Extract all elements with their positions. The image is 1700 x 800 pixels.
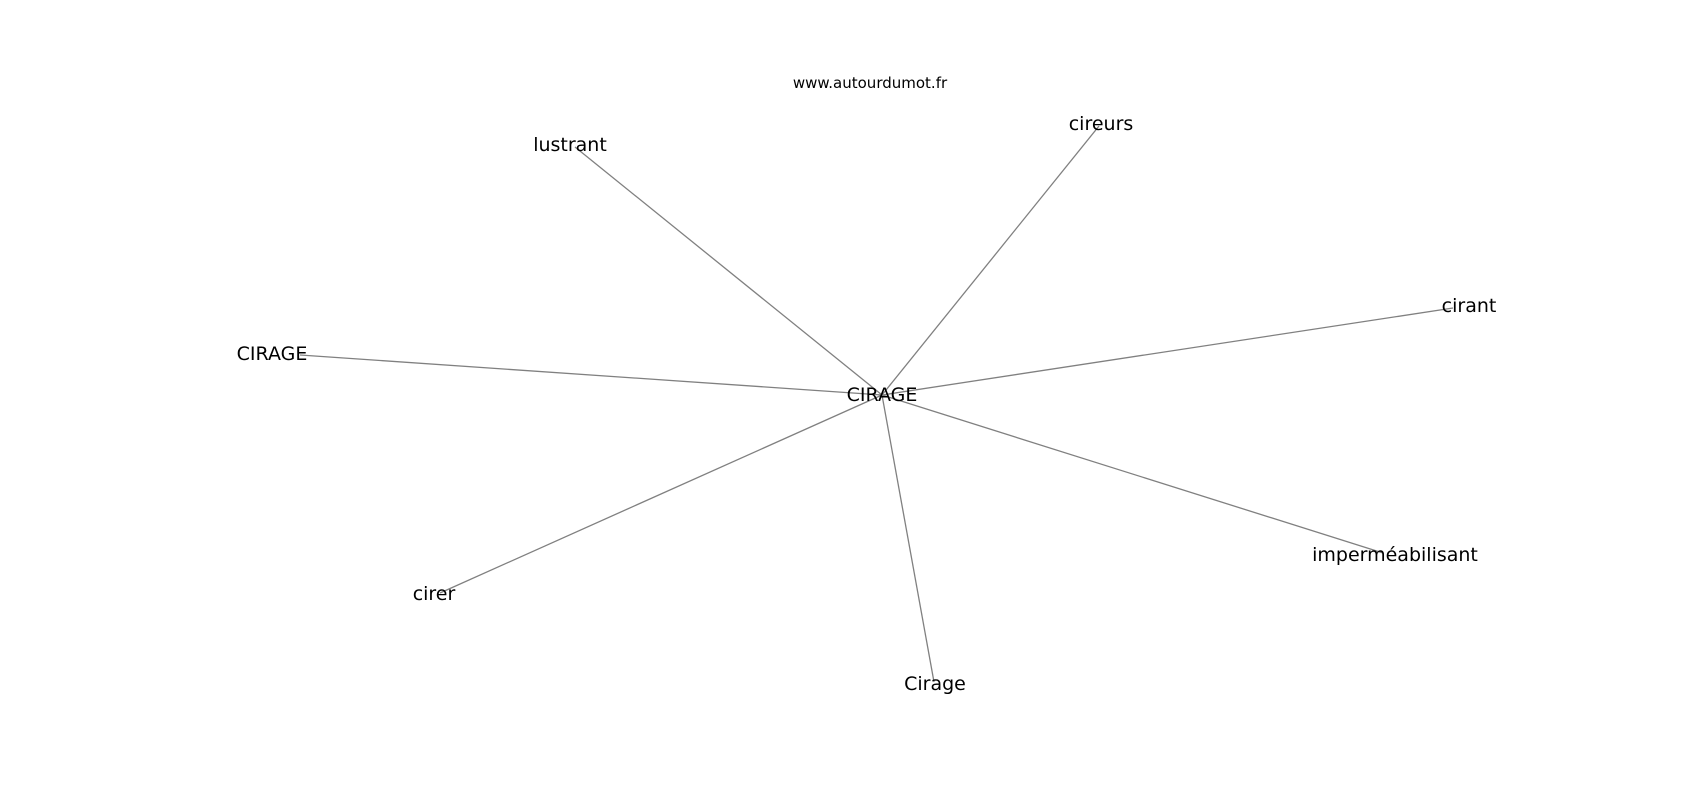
node-cirage-upper: CIRAGE xyxy=(237,343,308,365)
graph-edges xyxy=(299,125,1454,683)
edge-cirage-upper xyxy=(299,354,883,396)
node-impermeabilisant: imperméabilisant xyxy=(1312,544,1478,566)
edge-cirant xyxy=(881,307,1454,396)
node-lustrant: lustrant xyxy=(533,134,607,156)
edge-cirage-capitalized xyxy=(881,394,935,683)
site-watermark: www.autourdumot.fr xyxy=(793,74,948,92)
edge-cireurs xyxy=(881,125,1100,396)
node-cireurs: cireurs xyxy=(1069,113,1134,135)
graph-labels: www.autourdumot.fr CIRAGE lustrant cireu… xyxy=(237,74,1497,695)
node-center: CIRAGE xyxy=(847,384,918,406)
node-cirage-capitalized: Cirage xyxy=(904,673,966,695)
node-cirant: cirant xyxy=(1442,295,1497,317)
edge-cirer xyxy=(439,394,883,594)
edge-lustrant xyxy=(574,146,883,396)
node-cirer: cirer xyxy=(413,583,456,605)
edge-impermeabilisant xyxy=(881,394,1384,554)
